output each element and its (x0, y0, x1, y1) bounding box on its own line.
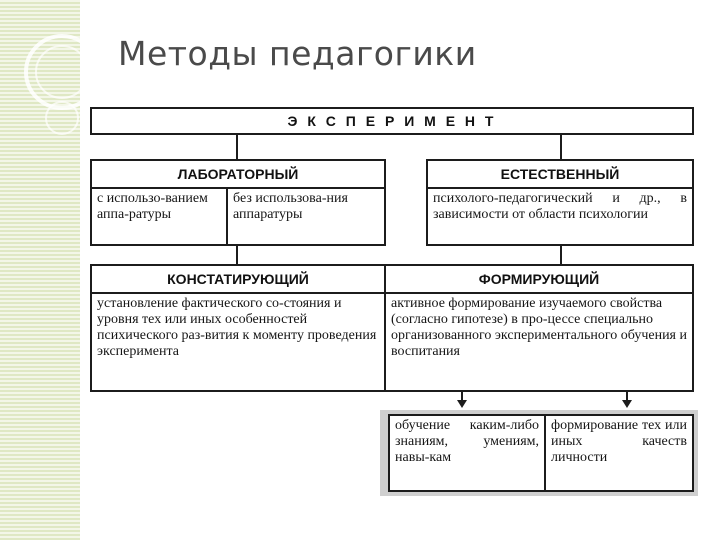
ascertaining-description-text: установление фактического со-стояния и у… (97, 296, 377, 359)
forming-outcome-learning: обучение каким-либо знаниям, умениям, на… (388, 414, 546, 492)
ascertaining-description: установление фактического со-стояния и у… (90, 292, 386, 392)
arrow-down-icon (457, 400, 467, 408)
connector (626, 392, 628, 400)
slide-title: Методы педагогики (118, 34, 477, 73)
laboratory-with-apparatus-text: с использо-ванием аппа-ратуры (97, 191, 208, 222)
connector (236, 135, 238, 161)
decorative-circles-icon (24, 34, 80, 135)
node-natural: ЕСТЕСТВЕННЫЙ (426, 159, 694, 189)
forming-outcome-learning-text: обучение каким-либо знаниям, умениям, на… (395, 418, 539, 465)
connector (236, 246, 238, 266)
node-natural-label: ЕСТЕСТВЕННЫЙ (500, 166, 620, 182)
connector (560, 246, 562, 266)
node-forming: ФОРМИРУЮЩИЙ (384, 264, 694, 294)
forming-outcome-qualities-text: формирование тех или иных качеств личнос… (551, 418, 687, 465)
laboratory-without-apparatus: без использова-ния аппаратуры (226, 187, 386, 246)
connector (461, 392, 463, 400)
arrow-down-icon (622, 400, 632, 408)
connector (560, 135, 562, 161)
node-ascertaining-label: КОНСТАТИРУЮЩИЙ (167, 271, 309, 287)
node-laboratory-label: ЛАБОРАТОРНЫЙ (177, 166, 299, 182)
node-ascertaining: КОНСТАТИРУЮЩИЙ (90, 264, 386, 294)
laboratory-with-apparatus: с использо-ванием аппа-ратуры (90, 187, 228, 246)
forming-outcome-qualities: формирование тех или иных качеств личнос… (544, 414, 694, 492)
forming-description: активное формирование изучаемого свойств… (384, 292, 694, 392)
forming-description-text: активное формирование изучаемого свойств… (391, 296, 687, 359)
node-experiment-label: Э К С П Е Р И М Е Н Т (287, 113, 497, 129)
node-laboratory: ЛАБОРАТОРНЫЙ (90, 159, 386, 189)
laboratory-without-apparatus-text: без использова-ния аппаратуры (233, 191, 348, 222)
node-forming-label: ФОРМИРУЮЩИЙ (478, 271, 600, 287)
decorative-stripe (0, 0, 80, 540)
natural-description-text: психолого-педагогический и др., в зависи… (433, 191, 687, 222)
node-experiment: Э К С П Е Р И М Е Н Т (90, 107, 694, 135)
natural-description: психолого-педагогический и др., в зависи… (426, 187, 694, 246)
